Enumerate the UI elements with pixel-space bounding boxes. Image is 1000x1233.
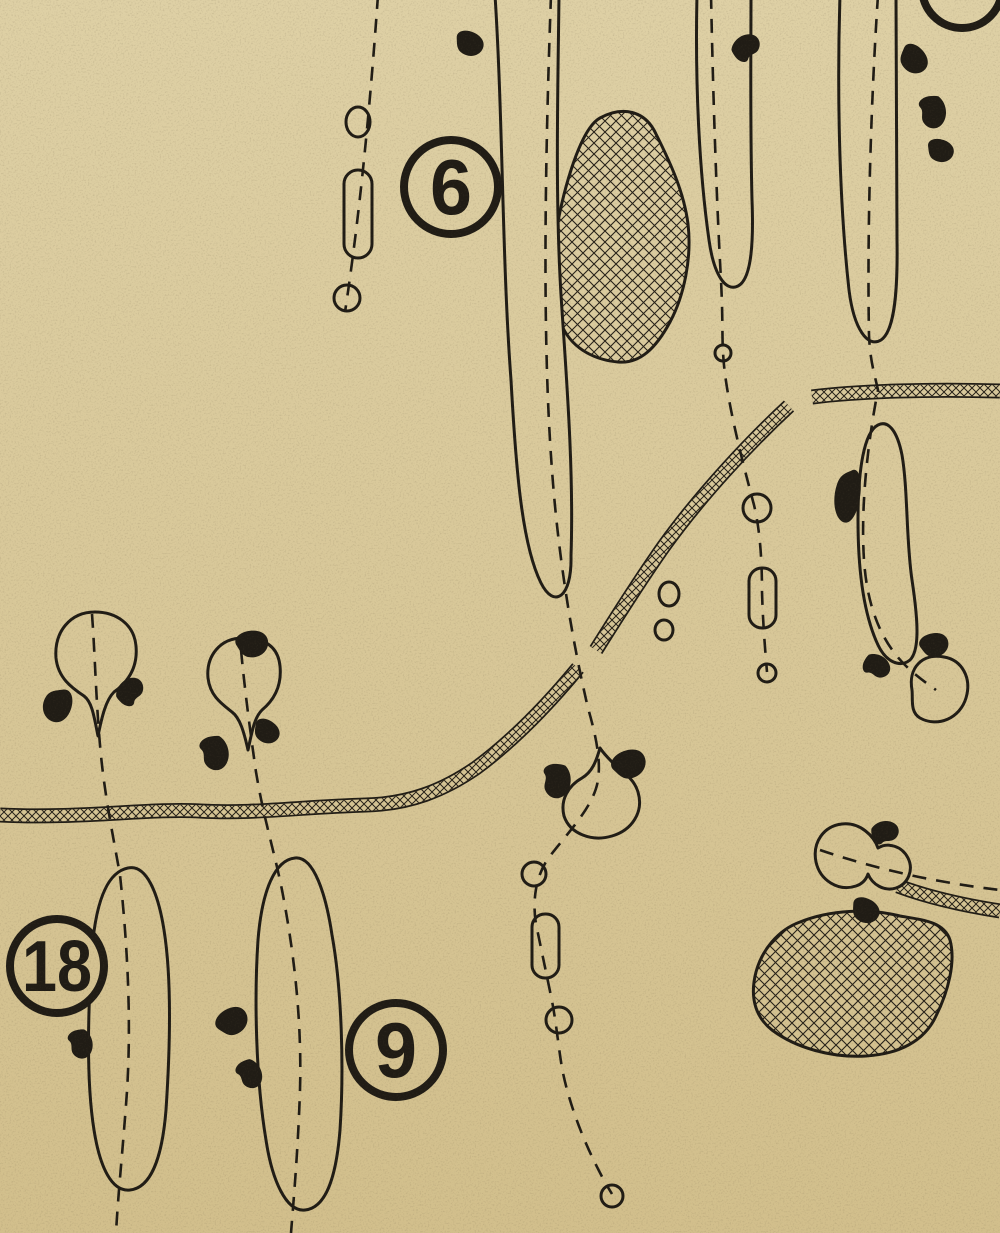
tee-marker [544,1005,574,1035]
hole-9-label: 9 [345,999,447,1101]
tee-marker [741,492,773,524]
hole-number: 9 [375,1006,417,1094]
tee-marker [599,1183,625,1209]
hole-number: 18 [22,927,92,1007]
hole-6-label: 6 [400,136,502,238]
tee-marker [653,618,675,642]
water-hazard [751,909,954,1058]
tee-marker [657,580,681,608]
cart-path-segment [812,390,1000,397]
hole-18-label: 18 [6,915,108,1017]
green-outline [909,654,970,724]
hole-number: 6 [430,143,472,231]
